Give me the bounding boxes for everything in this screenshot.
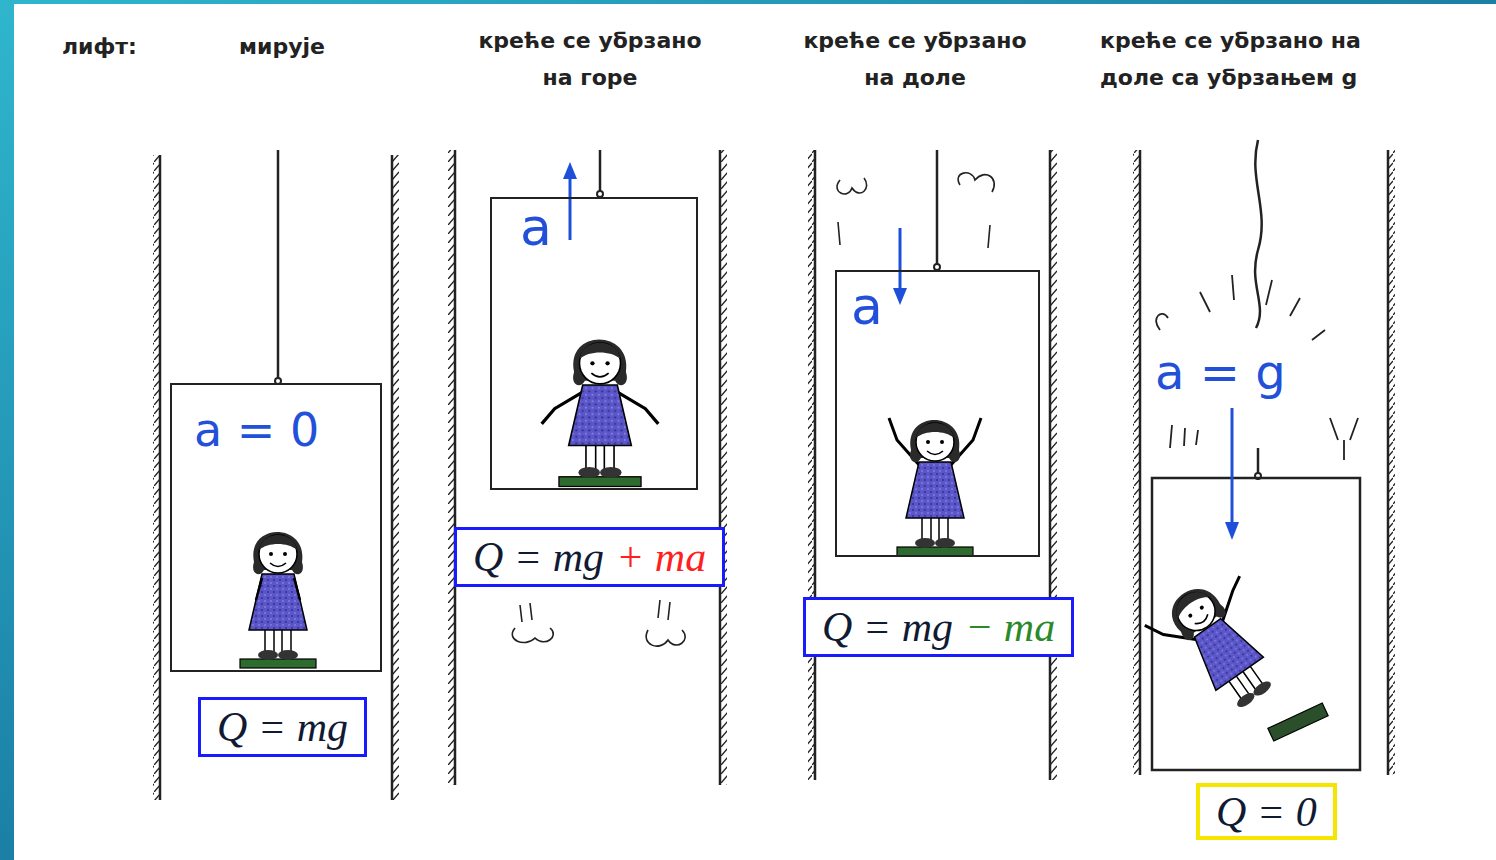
acceleration-label: a = 0 (194, 407, 319, 453)
girl-going-down (889, 418, 981, 556)
formula-part: Q = 0 (1216, 791, 1317, 833)
girl-at-rest (240, 532, 316, 668)
formula-box: Q = mg (198, 697, 367, 757)
acceleration-label: a (851, 280, 883, 332)
elevator-cabin: a (490, 197, 698, 490)
column-heading: мирује (239, 28, 325, 65)
column-heading: креће се убрзано на горе (476, 22, 704, 97)
girl-floating (1142, 561, 1302, 727)
formula-part: Q = mg (217, 706, 348, 748)
elevator-cabin: a = 0 (170, 383, 382, 672)
shaft-walls (153, 150, 1395, 800)
formula-box: Q = 0 (1196, 783, 1337, 840)
elevator-cabin: a (835, 270, 1040, 557)
formula-part: − ma (965, 606, 1055, 648)
formula-part: Q = mg (473, 536, 604, 578)
acceleration-arrows (563, 162, 1239, 540)
formula-box: Q = mg − ma (803, 597, 1074, 657)
acceleration-label: a (520, 201, 552, 253)
floating-scale (1268, 703, 1328, 741)
acceleration-label: a = g (1155, 348, 1286, 396)
formula-part: + ma (616, 536, 706, 578)
formula-part: Q = mg (822, 606, 953, 648)
ropes (278, 140, 1262, 475)
girl-going-up (542, 340, 659, 487)
falling-cabin (1152, 478, 1360, 770)
row-heading: лифт: (62, 28, 137, 65)
column-heading: креће се убрзано на доле (801, 22, 1029, 97)
column-heading: креће се убрзано на доле са убрзањем g (1100, 22, 1365, 97)
top-band (0, 0, 1496, 4)
formula-box: Q = mg + ma (454, 527, 725, 587)
rope-hooks (275, 191, 1261, 479)
side-band (0, 0, 14, 860)
